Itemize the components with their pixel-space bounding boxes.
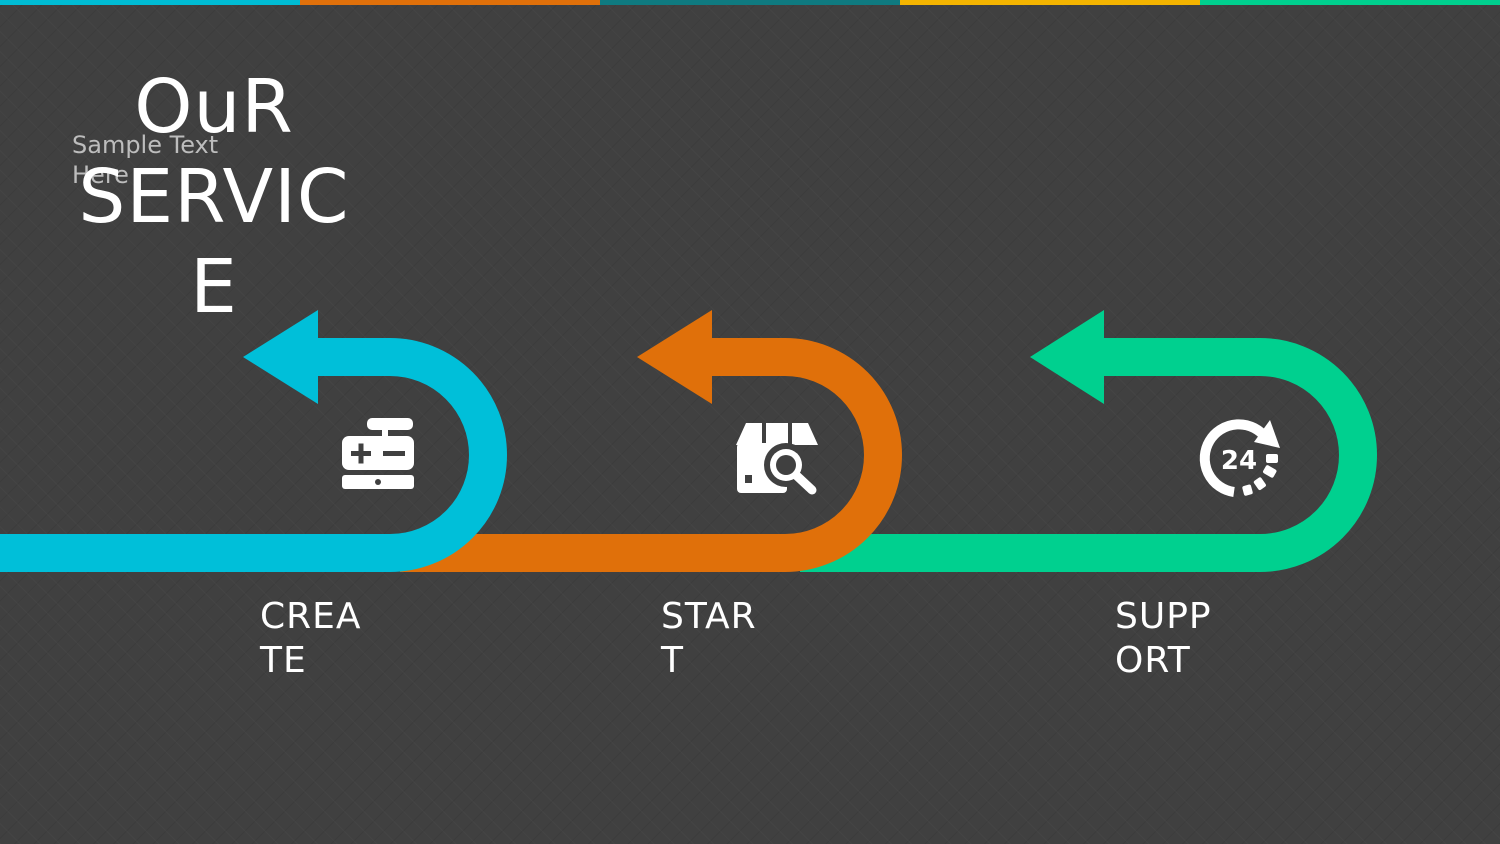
start-arrow bbox=[400, 338, 902, 572]
step-label-start: STAR T bbox=[661, 595, 757, 683]
create-arrow-head bbox=[243, 310, 318, 404]
svg-text:24: 24 bbox=[1221, 446, 1257, 476]
step-label-support: SUPP ORT bbox=[1115, 595, 1212, 683]
step-label-line: STAR bbox=[661, 596, 757, 637]
support-arrow-head bbox=[1030, 310, 1104, 404]
top-bar-segment bbox=[600, 0, 900, 5]
subtitle: Sample Text Here bbox=[72, 130, 272, 190]
top-bar-segment bbox=[300, 0, 600, 5]
slide-title: OuR SERVIC E bbox=[68, 62, 360, 332]
step-label-line: TE bbox=[260, 640, 307, 681]
title-line: E bbox=[190, 244, 238, 330]
24-hour-support-icon: 24 bbox=[1199, 419, 1280, 497]
start-arrow-head bbox=[637, 310, 712, 404]
step-label-line: ORT bbox=[1115, 640, 1191, 681]
top-bar-segment bbox=[900, 0, 1200, 5]
cash-register-icon bbox=[342, 418, 414, 489]
store-search-icon bbox=[736, 423, 818, 495]
step-label-line: CREA bbox=[260, 596, 362, 637]
step-label-create: CREA TE bbox=[260, 595, 362, 683]
step-label-line: SUPP bbox=[1115, 596, 1212, 637]
title-line: OuR bbox=[134, 64, 294, 150]
top-bar-segment bbox=[0, 0, 300, 5]
title-line: SERVIC bbox=[78, 154, 350, 240]
support-arrow bbox=[800, 338, 1377, 572]
subtitle-line: Sample Text bbox=[72, 131, 219, 159]
top-color-bar bbox=[0, 0, 1500, 5]
subtitle-line: Here bbox=[72, 161, 129, 189]
create-arrow bbox=[0, 338, 507, 572]
step-label-line: T bbox=[661, 640, 684, 681]
top-bar-segment bbox=[1200, 0, 1500, 5]
